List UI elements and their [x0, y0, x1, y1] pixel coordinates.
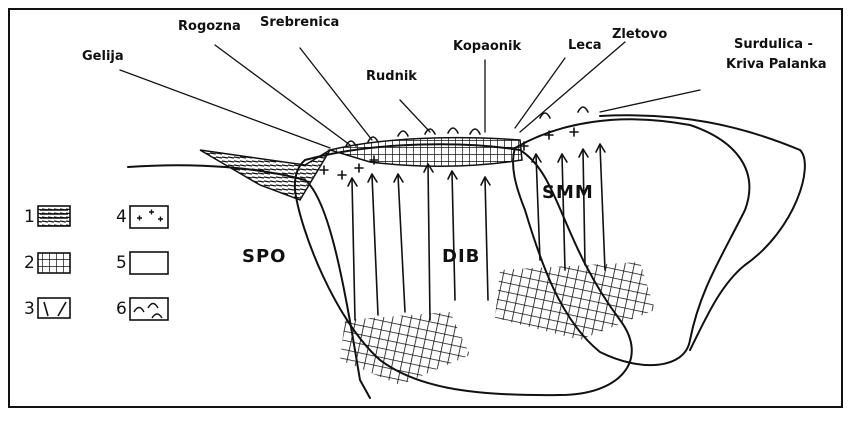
legend-number-3: 3: [24, 299, 35, 319]
plus-dots-pattern-icon: [130, 206, 168, 228]
sediment-belt-west: [200, 150, 330, 200]
legend-number-6: 6: [116, 299, 127, 319]
label-zletovo: Zletovo: [612, 27, 667, 42]
label-kriva-palanka: Kriva Palanka: [726, 57, 827, 72]
legend-number-1: 1: [24, 207, 35, 227]
label-kopaonik: Kopaonik: [453, 39, 521, 54]
zone-label-spo: SPO: [242, 246, 286, 267]
root-crosshatch-east: [495, 262, 655, 340]
label-srebrenica: Srebrenica: [260, 15, 339, 30]
label-rudnik: Rudnik: [366, 69, 417, 84]
ophiolite-wedge: [330, 138, 522, 167]
label-gelija: Gelija: [82, 49, 124, 64]
label-surdulica: Surdulica -: [734, 37, 813, 52]
zone-label-smm: SMM: [542, 182, 594, 203]
plus-dots-marks: [137, 210, 163, 222]
legend-number-2: 2: [24, 253, 35, 273]
fault-line-pattern-icon: [38, 298, 70, 318]
legend: 1 2 3 4 5 6: [24, 206, 168, 320]
fault-line-strokes: [44, 302, 66, 316]
empty-box-icon: [130, 252, 168, 274]
zone-label-dib: DIB: [442, 246, 480, 267]
label-rogozna: Rogozna: [178, 19, 241, 34]
legend-number-4: 4: [116, 207, 127, 227]
crosshatch-pattern-icon: [38, 253, 70, 273]
layered-sediment-pattern-icon: [38, 206, 70, 226]
leader-lines: [120, 42, 700, 148]
label-leca: Leca: [568, 38, 602, 53]
volcano-arc-marks: [134, 304, 162, 319]
legend-number-5: 5: [116, 253, 127, 273]
